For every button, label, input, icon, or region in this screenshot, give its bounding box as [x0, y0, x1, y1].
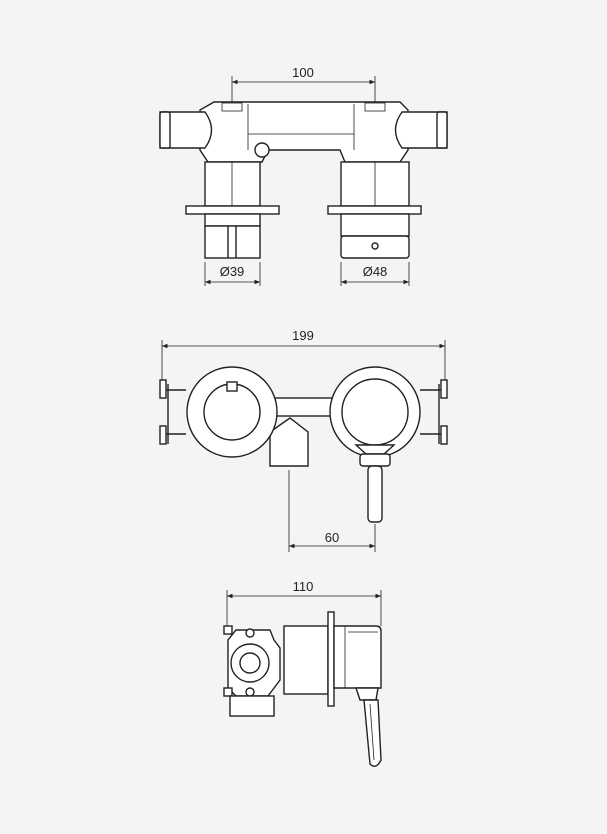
valve-housing-side	[283, 625, 329, 695]
inlet-body-side	[223, 625, 281, 717]
dimension-110: 110	[226, 579, 382, 626]
dim-label-110: 110	[293, 579, 314, 594]
handle-side	[333, 625, 382, 767]
diverter-spout	[269, 417, 309, 467]
right-rosette	[329, 366, 421, 523]
dim-label-199: 199	[292, 328, 314, 343]
dim-label-100: 100	[292, 65, 314, 80]
left-cartridge-top	[185, 161, 280, 259]
dim-label-d48: Ø48	[363, 264, 388, 279]
dimension-d48: Ø48	[340, 262, 410, 286]
connector-bar	[269, 397, 335, 417]
wall-plate-side	[327, 611, 335, 707]
top-view: 100	[159, 65, 448, 286]
dimension-199: 199	[161, 328, 446, 382]
front-view: 199	[159, 328, 448, 552]
dimension-60: 60	[288, 470, 376, 552]
pipe-connectors-front	[159, 379, 448, 445]
dimension-d39: Ø39	[204, 262, 261, 286]
dim-label-d39: Ø39	[220, 264, 245, 279]
dim-label-60: 60	[325, 530, 339, 545]
dimension-100: 100	[231, 65, 376, 106]
left-rosette	[186, 366, 278, 458]
right-cartridge-top	[327, 161, 422, 259]
valve-body-top	[159, 101, 448, 163]
side-view: 110	[223, 579, 382, 767]
